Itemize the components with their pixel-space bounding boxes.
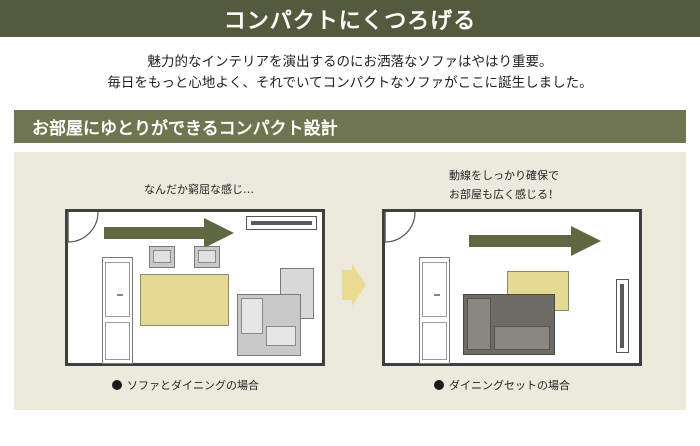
top-banner: コンパクトにくつろげる (0, 0, 700, 37)
right-flow-arrow-icon (469, 226, 601, 256)
section-heading-bar: お部屋にゆとりができるコンパクト設計 (14, 110, 686, 143)
tv-icon (616, 279, 629, 353)
l-sofa-icon (237, 294, 301, 356)
dining-sofa-icon (463, 294, 555, 355)
door-icon (67, 211, 99, 243)
tv-icon (246, 216, 317, 230)
comparison-panel: なんだか窮屈な感じ… (14, 152, 686, 410)
right-caption: ダイニングセットの場合 (434, 377, 570, 393)
right-note-line-2: お部屋も広く感じる！ (449, 188, 559, 201)
door-icon (384, 211, 416, 243)
bullet-icon (434, 380, 444, 390)
left-caption-text: ソファとダイニングの場合 (127, 379, 259, 392)
intro-line-1: 魅力的なインテリアを演出するのにお洒落なソファはやはり重要。 (147, 54, 553, 70)
left-caption: ソファとダイニングの場合 (112, 377, 259, 393)
chair-icon (149, 246, 175, 268)
intro-text: 魅力的なインテリアを演出するのにお洒落なソファはやはり重要。 毎日をもっと心地よ… (0, 52, 700, 94)
banner-title: コンパクトにくつろげる (223, 8, 477, 34)
left-flow-arrow-icon (104, 218, 234, 248)
dining-table-icon (140, 274, 229, 326)
cabinet-icon (102, 257, 133, 364)
right-note: 動線をしっかり確保で お部屋も広く感じる！ (424, 166, 584, 204)
left-note: なんだか窮屈な感じ… (144, 183, 254, 196)
right-room-plan (382, 209, 642, 366)
cabinet-icon (419, 257, 450, 364)
bullet-icon (112, 380, 122, 390)
chair-icon (194, 246, 220, 268)
right-note-line-1: 動線をしっかり確保で (449, 169, 559, 182)
left-room-plan (65, 209, 325, 366)
transition-arrow-icon (342, 264, 366, 306)
right-caption-text: ダイニングセットの場合 (449, 379, 570, 392)
intro-line-2: 毎日をもっと心地よく、それでいてコンパクトなソファがここに誕生しました。 (107, 75, 593, 91)
section-title: お部屋にゆとりができるコンパクト設計 (32, 119, 338, 139)
